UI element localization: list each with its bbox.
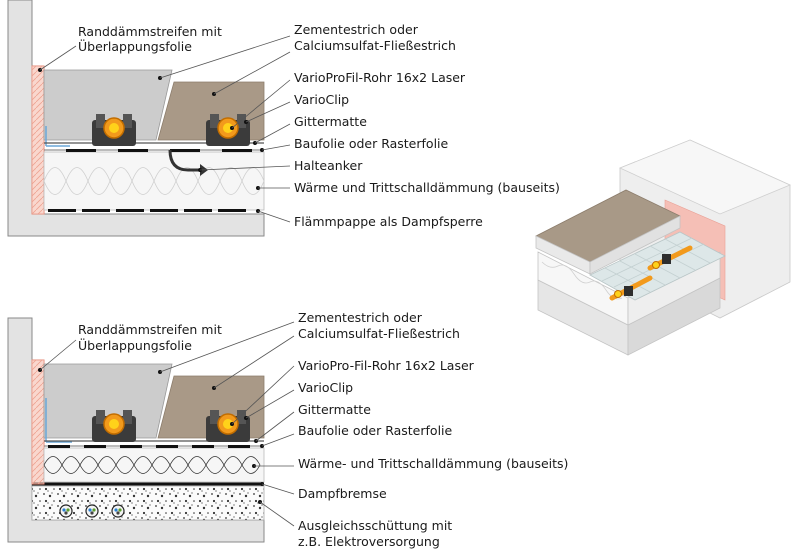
label-vapor-top: Flämmpappe als Dampfsperre <box>294 214 483 229</box>
label-mesh-bottom: Gittermatte <box>298 402 371 417</box>
anchor-top <box>168 149 204 172</box>
isometric-view <box>535 139 792 356</box>
label-clip-top: VarioClip <box>294 92 349 107</box>
label-edge-strip-bottom-2: Überlappungsfolie <box>78 337 192 353</box>
insulation-bottom <box>43 447 265 483</box>
label-vapor-bottom: Dampfbremse <box>298 486 387 501</box>
label-foil-top: Baufolie oder Rasterfolie <box>294 136 449 151</box>
label-screed-bottom-2: Calciumsulfat-Fließestrich <box>298 326 460 341</box>
label-edge-strip-top-1: Randdämmstreifen mit <box>78 24 222 39</box>
label-insulation-top: Wärme und Trittschalldämmung (bauseits) <box>294 180 560 195</box>
label-insulation-bottom: Wärme- und Trittschalldämmung (bauseits) <box>298 456 568 471</box>
section-bottom: Randdämmstreifen mit Überlappungsfolie Z… <box>7 310 568 549</box>
wall-top <box>7 0 265 237</box>
label-pipe-bottom: VarioPro-Fil-Rohr 16x2 Laser <box>298 358 475 373</box>
vapor-barrier-top <box>48 209 246 212</box>
label-fill-bottom-2: z.B. Elektroversorgung <box>298 534 440 549</box>
label-screed-bottom-1: Zementestrich oder <box>298 310 423 325</box>
clip-bottom-1 <box>92 410 136 442</box>
label-fill-bottom-1: Ausgleichsschüttung mit <box>298 518 452 533</box>
label-pipe-top: VarioProFil-Rohr 16x2 Laser <box>294 70 466 85</box>
label-anchor-top: Halteanker <box>294 158 363 173</box>
iso-pipes <box>609 245 693 301</box>
foil-dashes-bottom <box>48 445 250 448</box>
label-mesh-top: Gittermatte <box>294 114 367 129</box>
section-top: Randdämmstreifen mit Überlappungsfolie Z… <box>7 0 560 237</box>
label-foil-bottom: Baufolie oder Rasterfolie <box>298 423 453 438</box>
clip-top-1 <box>92 114 136 146</box>
clip-top-2 <box>206 114 250 146</box>
label-edge-strip-top-2: Überlappungsfolie <box>78 38 192 54</box>
label-edge-strip-bottom-1: Randdämmstreifen mit <box>78 322 222 337</box>
label-screed-top-1: Zementestrich oder <box>294 22 419 37</box>
label-clip-bottom: VarioClip <box>298 380 353 395</box>
foil-dashes-top <box>66 149 252 152</box>
screed-grey-top <box>43 69 173 141</box>
screed-grey-bottom <box>43 363 173 439</box>
clip-bottom-2 <box>206 410 250 442</box>
label-screed-top-2: Calciumsulfat-Fließestrich <box>294 38 456 53</box>
cables-bottom <box>59 504 125 518</box>
